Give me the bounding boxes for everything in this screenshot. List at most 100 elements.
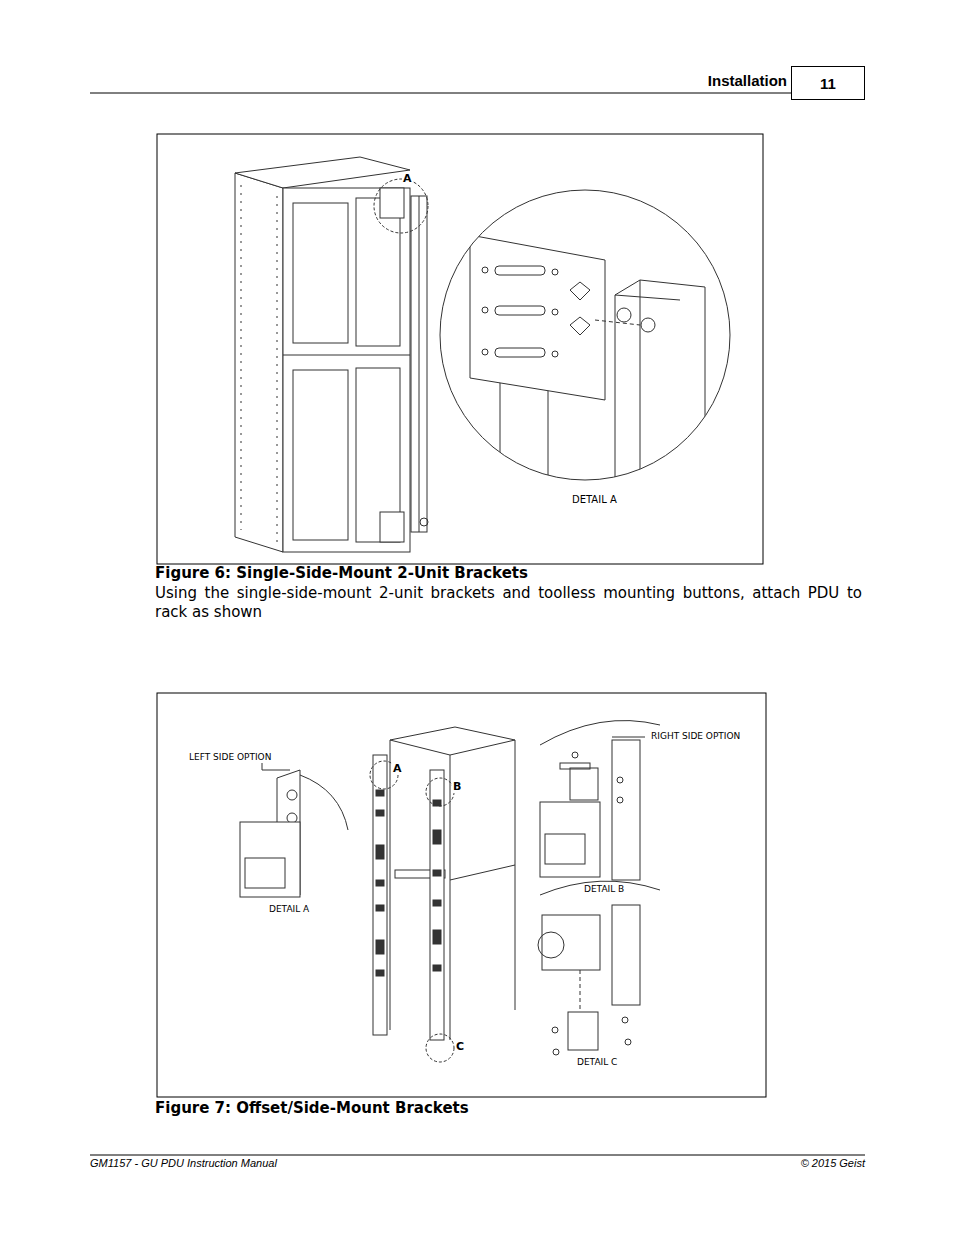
rack-illustration bbox=[433, 965, 441, 971]
detail-view bbox=[538, 932, 564, 958]
detail-view bbox=[245, 858, 285, 888]
detail-label: DETAIL A bbox=[571, 494, 618, 506]
detail-view bbox=[615, 295, 680, 300]
detail-view bbox=[495, 348, 545, 357]
rack-illustration bbox=[376, 845, 384, 859]
detail-view bbox=[482, 267, 488, 273]
figure-caption: Figure 6: Single-Side-Mount 2-Unit Brack… bbox=[155, 564, 528, 582]
rack-illustration bbox=[373, 755, 387, 1035]
detail-label: DETAIL B bbox=[583, 884, 625, 895]
detail-view bbox=[240, 760, 348, 897]
detail-view bbox=[595, 320, 640, 325]
detail-view bbox=[470, 235, 605, 400]
rack-illustration bbox=[283, 188, 410, 552]
footer-text: © 2015 Geist bbox=[801, 1157, 865, 1170]
detail-view bbox=[540, 802, 600, 877]
detail-view bbox=[552, 269, 558, 275]
detail-view bbox=[470, 235, 705, 500]
detail-view bbox=[641, 318, 655, 332]
detail-view bbox=[552, 351, 558, 357]
detail-view bbox=[617, 797, 623, 803]
callout-letter: B bbox=[452, 780, 462, 793]
rack-illustration bbox=[374, 179, 428, 233]
rack-illustration bbox=[433, 900, 441, 906]
detail-view bbox=[287, 790, 297, 800]
figure-frame bbox=[157, 134, 763, 564]
detail-view bbox=[612, 905, 640, 1005]
rack-illustration bbox=[376, 790, 384, 796]
rack-illustration bbox=[411, 196, 427, 532]
detail-view bbox=[495, 266, 545, 275]
detail-view bbox=[542, 915, 600, 970]
detail-view bbox=[622, 1017, 628, 1023]
rack-illustration bbox=[426, 778, 454, 806]
rack-illustration bbox=[390, 727, 515, 755]
detail-view bbox=[570, 282, 590, 335]
figure-caption: Figure 7: Offset/Side-Mount Brackets bbox=[155, 1099, 469, 1117]
detail-view bbox=[540, 881, 660, 895]
rack-illustration bbox=[235, 173, 283, 552]
detail-view bbox=[617, 308, 631, 322]
rack-illustration bbox=[277, 196, 278, 545]
rack-illustration bbox=[380, 188, 404, 218]
detail-view bbox=[482, 349, 488, 355]
rack-illustration bbox=[380, 512, 404, 542]
detail-view bbox=[617, 777, 623, 783]
rack-illustration bbox=[450, 755, 451, 1040]
detail-view bbox=[640, 280, 641, 480]
detail-view bbox=[495, 306, 545, 315]
detail-view bbox=[625, 1039, 631, 1045]
detail-view bbox=[482, 307, 488, 313]
section-heading: Installation bbox=[708, 72, 787, 90]
rack-illustration bbox=[426, 1034, 454, 1062]
detail-view bbox=[538, 721, 660, 1056]
rack-illustration bbox=[376, 810, 384, 816]
detail-view bbox=[500, 380, 548, 500]
detail-view bbox=[553, 1049, 559, 1055]
rack-illustration bbox=[293, 370, 348, 540]
detail-view bbox=[300, 775, 348, 830]
detail-view bbox=[580, 970, 581, 1012]
rack-illustration bbox=[293, 203, 348, 343]
detail-view bbox=[612, 740, 640, 880]
rack-illustration bbox=[430, 770, 444, 1040]
detail-view bbox=[540, 721, 660, 746]
rack-illustration bbox=[356, 198, 400, 346]
rack-illustration bbox=[433, 870, 441, 876]
detail-label: DETAIL A bbox=[268, 904, 310, 915]
callout-letter: A bbox=[392, 762, 403, 775]
footer-text: GM1157 - GU PDU Instruction Manual bbox=[90, 1157, 277, 1170]
detail-view bbox=[240, 822, 300, 897]
rule-lines bbox=[90, 1155, 865, 1156]
detail-view bbox=[572, 752, 578, 758]
rack-illustration bbox=[235, 157, 410, 188]
detail-label: DETAIL C bbox=[576, 1057, 618, 1068]
figure-frame bbox=[157, 693, 766, 1097]
detail-view bbox=[568, 1012, 598, 1050]
body-text: Using the single-side-mount 2-unit brack… bbox=[155, 584, 862, 622]
rule-lines bbox=[90, 93, 865, 94]
detail-view bbox=[552, 1027, 558, 1033]
detail-view bbox=[615, 280, 705, 480]
page-number: 11 bbox=[820, 75, 836, 92]
detail-view bbox=[570, 768, 598, 800]
page-number-box: 11 bbox=[791, 66, 865, 100]
rack-illustration bbox=[515, 740, 516, 1010]
rack-illustration bbox=[235, 157, 428, 552]
rack-illustration bbox=[419, 196, 420, 532]
detail-view bbox=[560, 763, 590, 769]
rack-illustration bbox=[376, 790, 441, 976]
detail-view bbox=[612, 737, 645, 738]
callout-letter: C bbox=[455, 1040, 465, 1053]
callout-letter: A bbox=[402, 172, 413, 185]
detail-view bbox=[262, 770, 290, 771]
rule-lines bbox=[90, 93, 865, 1155]
rack-illustration bbox=[241, 185, 242, 530]
detail-view bbox=[552, 309, 558, 315]
rack-illustration bbox=[376, 940, 384, 954]
option-label: LEFT SIDE OPTION bbox=[188, 752, 272, 763]
rack-illustration bbox=[433, 930, 441, 944]
detail-outline bbox=[440, 190, 730, 480]
detail-view bbox=[545, 834, 585, 864]
